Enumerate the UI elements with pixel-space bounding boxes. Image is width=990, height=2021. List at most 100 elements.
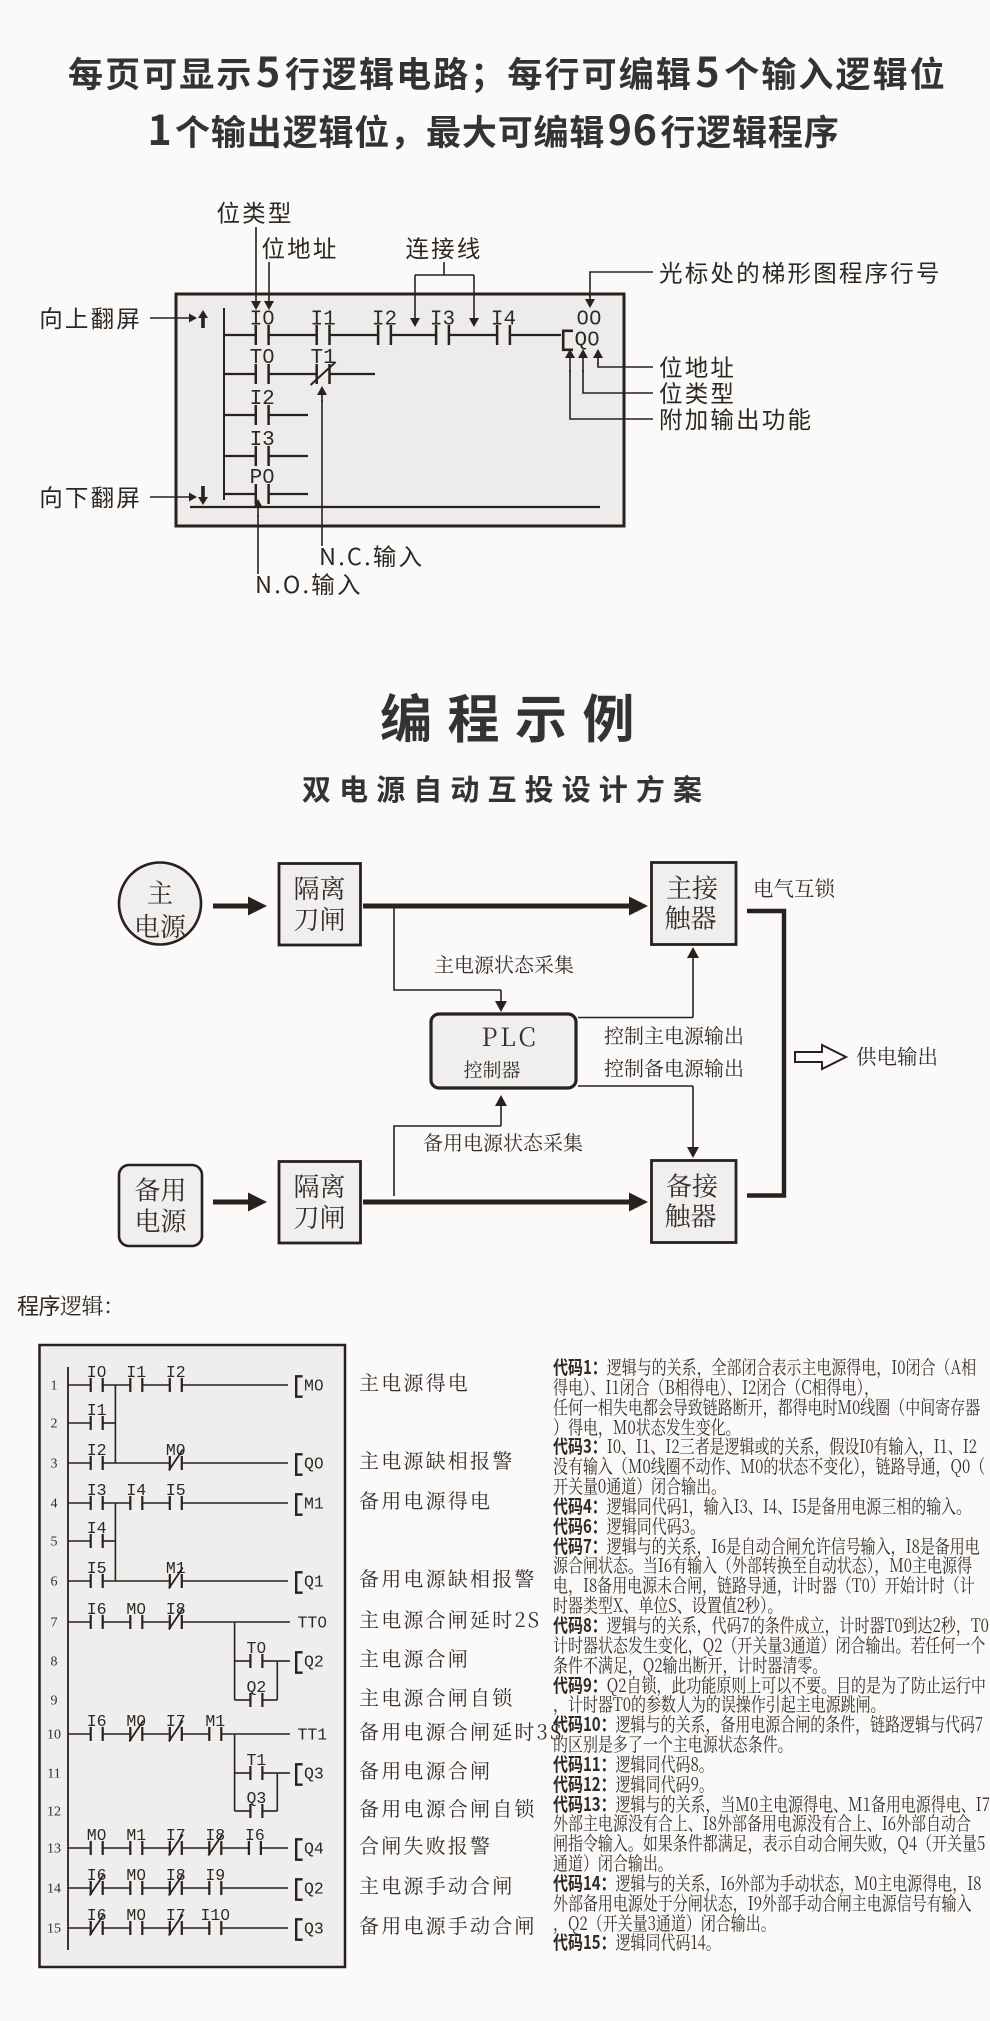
svg-text:I3: I3 [250,429,275,452]
svg-text:向上翻屏: 向上翻屏 [39,300,142,334]
svg-text:Q1: Q1 [304,1573,324,1592]
svg-text:I0: I0 [250,309,275,332]
svg-text:T0: T0 [246,1639,266,1658]
svg-text:备接: 备接 [666,1167,719,1204]
svg-text:隔离: 隔离 [293,1167,345,1204]
svg-text:主接: 主接 [666,869,719,906]
svg-text:T0: T0 [250,347,275,370]
svg-text:I9: I9 [205,1866,225,1885]
svg-text:6: 6 [51,1575,58,1590]
svg-text:N.C.输入: N.C.输入 [319,538,424,572]
svg-text:控制备电源输出: 控制备电源输出 [604,1053,744,1082]
svg-text:控制主电源输出: 控制主电源输出 [604,1020,744,1049]
svg-text:3: 3 [51,1457,58,1472]
svg-text:控制器: 控制器 [463,1056,520,1083]
svg-text:Q0: Q0 [304,1455,324,1474]
svg-text:M0: M0 [126,1906,146,1925]
svg-text:M0: M0 [87,1826,107,1845]
svg-text:I1: I1 [310,309,335,332]
svg-text:触器: 触器 [664,899,716,936]
svg-text:触器: 触器 [664,1197,716,1234]
svg-text:10: 10 [47,1728,61,1743]
svg-text:I8: I8 [166,1866,186,1885]
svg-text:附加输出功能: 附加输出功能 [659,401,813,435]
svg-text:12: 12 [47,1805,61,1820]
svg-text:主: 主 [147,874,173,911]
svg-text:I8: I8 [205,1826,225,1845]
svg-text:光标处的梯形图程序行号: 光标处的梯形图程序行号 [659,255,942,289]
svg-text:4: 4 [51,1497,58,1512]
svg-text:I5: I5 [166,1481,186,1500]
svg-text:Q0: Q0 [575,330,600,353]
svg-text:00: 00 [576,309,601,332]
svg-text:TT1: TT1 [298,1726,328,1745]
svg-text:M0: M0 [304,1377,324,1396]
svg-text:11: 11 [47,1767,60,1782]
svg-text:I7: I7 [166,1826,186,1845]
svg-text:N.O.输入: N.O.输入 [255,566,363,600]
svg-text:I2: I2 [87,1441,107,1460]
svg-text:Q2: Q2 [246,1678,266,1697]
svg-text:Q3: Q3 [304,1920,324,1939]
svg-text:5: 5 [51,1535,58,1550]
svg-text:I6: I6 [87,1906,107,1925]
svg-text:P0: P0 [250,467,275,490]
svg-text:1: 1 [51,1379,58,1394]
svg-text:M0: M0 [166,1441,186,1460]
svg-text:连接线: 连接线 [405,230,482,264]
svg-text:I6: I6 [87,1600,107,1619]
svg-text:位类型: 位类型 [659,375,736,409]
svg-text:Q2: Q2 [304,1880,324,1899]
svg-text:M0: M0 [126,1866,146,1885]
svg-text:I3: I3 [430,309,455,332]
svg-text:T1: T1 [310,347,335,370]
svg-text:备用电源状态采集: 备用电源状态采集 [423,1127,583,1156]
svg-text:电气互锁: 电气互锁 [753,872,835,902]
svg-text:电源: 电源 [134,1202,187,1239]
svg-text:I7: I7 [166,1906,186,1925]
svg-text:I2: I2 [250,388,275,411]
svg-text:M0: M0 [126,1712,146,1731]
svg-text:M1: M1 [304,1495,324,1514]
svg-text:I5: I5 [87,1559,107,1578]
svg-text:I8: I8 [166,1600,186,1619]
svg-text:T1: T1 [246,1751,266,1770]
svg-text:I4: I4 [491,309,516,332]
svg-text:I4: I4 [87,1519,107,1538]
svg-text:主电源状态采集: 主电源状态采集 [434,949,574,978]
svg-text:刀闸: 刀闸 [293,900,345,937]
svg-text:13: 13 [47,1842,61,1857]
svg-text:I10: I10 [200,1906,230,1925]
svg-text:I1: I1 [87,1401,107,1420]
svg-text:15: 15 [47,1922,61,1937]
svg-text:供电输出: 供电输出 [856,1040,938,1070]
svg-text:Q3: Q3 [304,1765,324,1784]
svg-text:电源: 电源 [134,907,187,944]
svg-text:2: 2 [51,1417,58,1432]
svg-text:I0: I0 [87,1363,107,1382]
svg-text:备用: 备用 [134,1171,186,1208]
svg-text:TT0: TT0 [298,1614,328,1633]
svg-text:Q2: Q2 [304,1653,324,1672]
svg-text:9: 9 [51,1694,58,1709]
svg-text:刀闸: 刀闸 [293,1198,345,1235]
svg-text:14: 14 [47,1882,61,1897]
svg-text:PLC: PLC [481,1018,538,1054]
svg-text:I1: I1 [126,1363,146,1382]
svg-text:I6: I6 [87,1866,107,1885]
svg-text:I3: I3 [87,1481,107,1500]
svg-text:I2: I2 [372,309,397,332]
svg-text:Q3: Q3 [246,1789,266,1808]
svg-text:位地址: 位地址 [659,349,736,383]
svg-text:I6: I6 [245,1826,265,1845]
svg-text:M1: M1 [205,1712,225,1731]
svg-text:Q4: Q4 [304,1840,324,1859]
svg-text:7: 7 [51,1616,58,1631]
svg-text:I6: I6 [87,1712,107,1731]
svg-text:M0: M0 [126,1600,146,1619]
svg-text:位地址: 位地址 [261,230,338,264]
svg-text:隔离: 隔离 [293,869,345,906]
svg-text:位类型: 位类型 [216,195,293,229]
svg-text:M1: M1 [126,1826,146,1845]
svg-text:I7: I7 [166,1712,186,1731]
